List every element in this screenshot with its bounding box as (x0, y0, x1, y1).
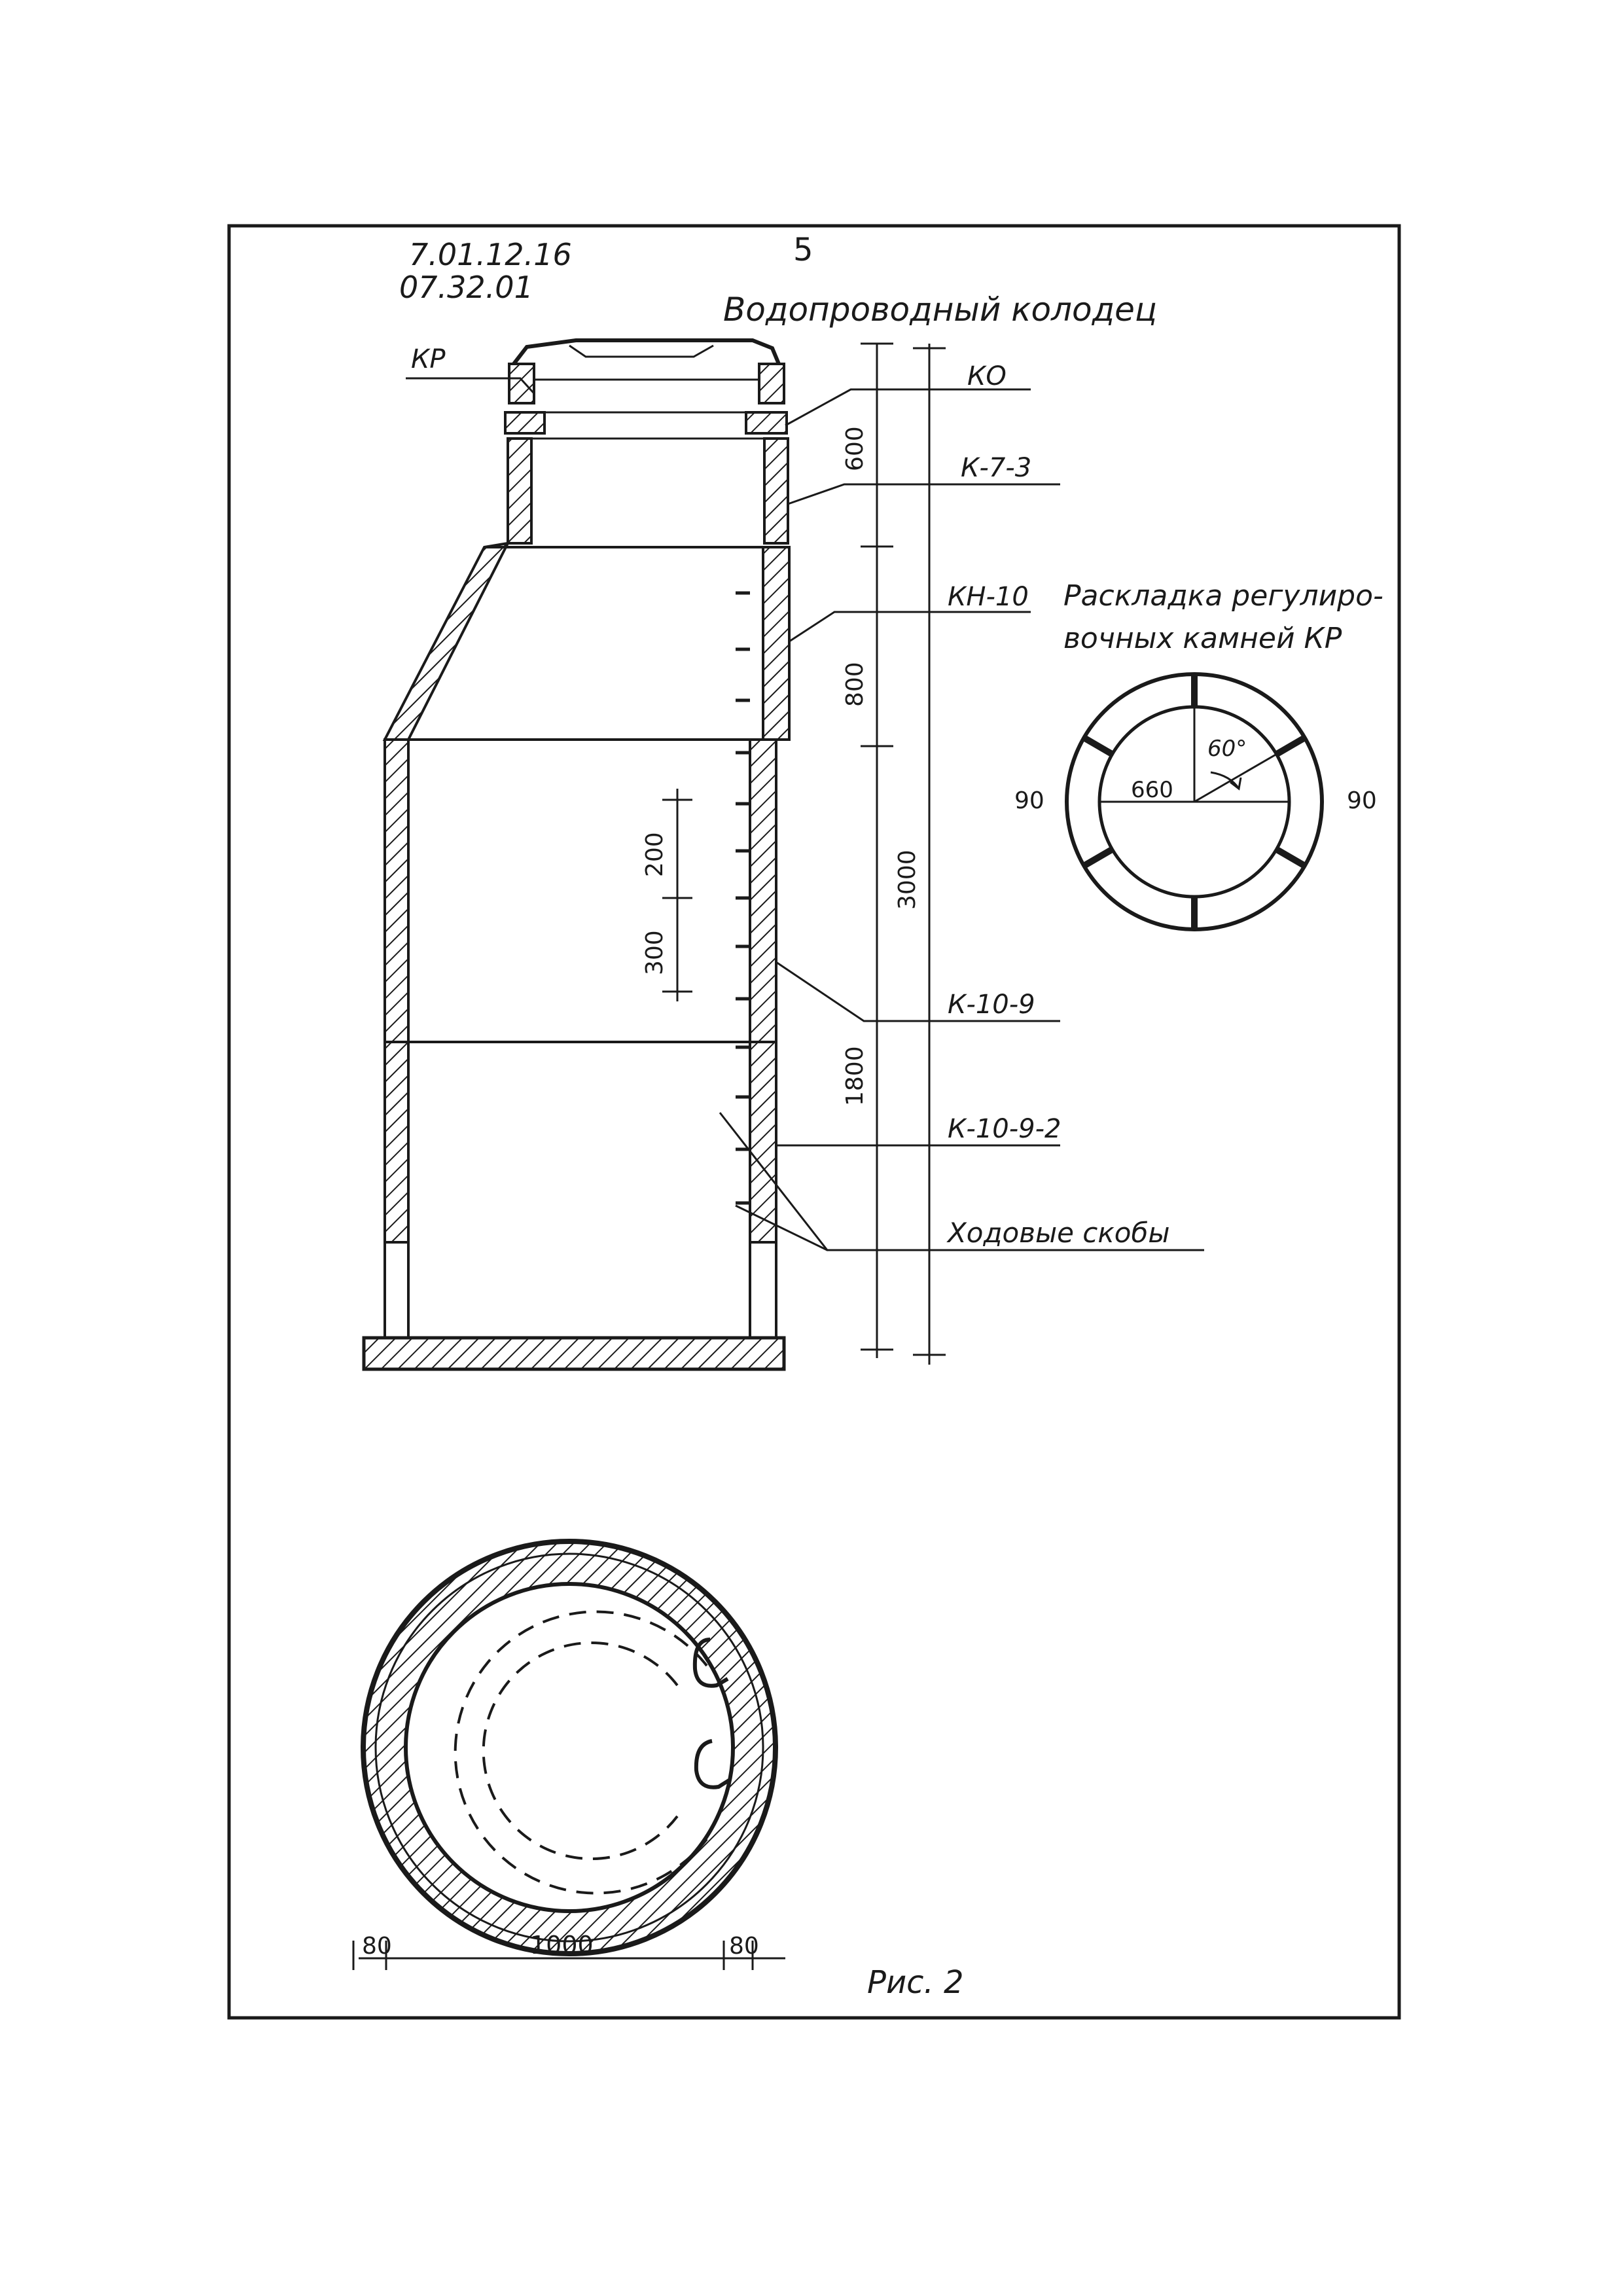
ring-plan-right-width: 90 (1347, 787, 1377, 814)
section-plan (352, 1539, 785, 1970)
wall-ring-k109-right (749, 738, 777, 1043)
ring-plan-caption-2: вочных камней КР (1063, 622, 1342, 655)
drawing-code-1: 7.01.12.16 (409, 237, 572, 272)
leader-k73 (787, 483, 1060, 505)
cone-kn10-left-wall (382, 541, 510, 741)
section-wall-right: 80 (729, 1933, 759, 1960)
page-title: Водопроводный колодец (723, 291, 1157, 329)
support-ring-ko-right (745, 411, 788, 435)
ring-plan-caption-1: Раскладка регулиро- (1063, 579, 1383, 613)
leader-k109 (776, 961, 1060, 1022)
section-inner-dia: 1000 (530, 1931, 594, 1960)
cone-opening-dashed-outer (454, 1610, 708, 1895)
pipe-opening-left (383, 1241, 410, 1339)
adjusting-stones-kr-left (508, 363, 535, 404)
section-plan-wall (362, 1540, 777, 1955)
page-number: 5 (793, 232, 813, 268)
leader-kn10 (789, 611, 1031, 643)
wall-ring-k109-left (383, 738, 410, 1043)
dim-3000: 3000 (894, 850, 921, 910)
ring-plan-angle: 60° (1207, 736, 1247, 762)
neck-ring-k73-right (763, 437, 789, 545)
sheet-frame (227, 224, 1401, 2020)
label-k1092: К-10-9-2 (948, 1114, 1061, 1144)
wall-ring-k1092-left (383, 1041, 410, 1244)
ring-plan-inner-dia: 660 (1131, 777, 1173, 803)
step-bracket-upper (692, 1638, 729, 1688)
cone-opening-dashed-inner (482, 1641, 679, 1860)
dim-800: 800 (842, 662, 868, 707)
leader-ko (785, 388, 1031, 427)
dim-1800: 1800 (842, 1046, 868, 1106)
climbing-steps (736, 591, 750, 1205)
base-slab (362, 1336, 786, 1371)
leader-kr (406, 377, 535, 394)
dim-200: 200 (641, 832, 668, 877)
label-ko: КО (967, 361, 1007, 391)
cone-kn10-right-wall (762, 546, 791, 741)
figure-caption: Рис. 2 (867, 1964, 964, 2001)
well-elevation (362, 338, 1204, 1371)
ring-plan (1065, 672, 1324, 931)
label-k73: К-7-3 (961, 453, 1031, 483)
wall-ring-k1092-right (749, 1041, 777, 1244)
label-kr: КР (411, 344, 446, 374)
label-steps: Ходовые скобы (946, 1217, 1170, 1249)
pipe-opening-right (749, 1241, 777, 1339)
adjusting-stones-kr-right (758, 363, 785, 404)
dim-300: 300 (641, 930, 668, 975)
dim-600: 600 (842, 426, 868, 471)
section-wall-left: 80 (362, 1933, 392, 1960)
label-kn10: КН-10 (948, 582, 1029, 612)
support-ring-ko-left (504, 411, 546, 435)
step-bracket-lower (694, 1739, 730, 1789)
label-k109: К-10-9 (948, 990, 1035, 1020)
ring-plan-left-width: 90 (1014, 787, 1044, 814)
drawing-code-2: 07.32.01 (399, 270, 533, 305)
neck-ring-k73-left (507, 437, 533, 545)
hatch-lid (512, 338, 781, 365)
